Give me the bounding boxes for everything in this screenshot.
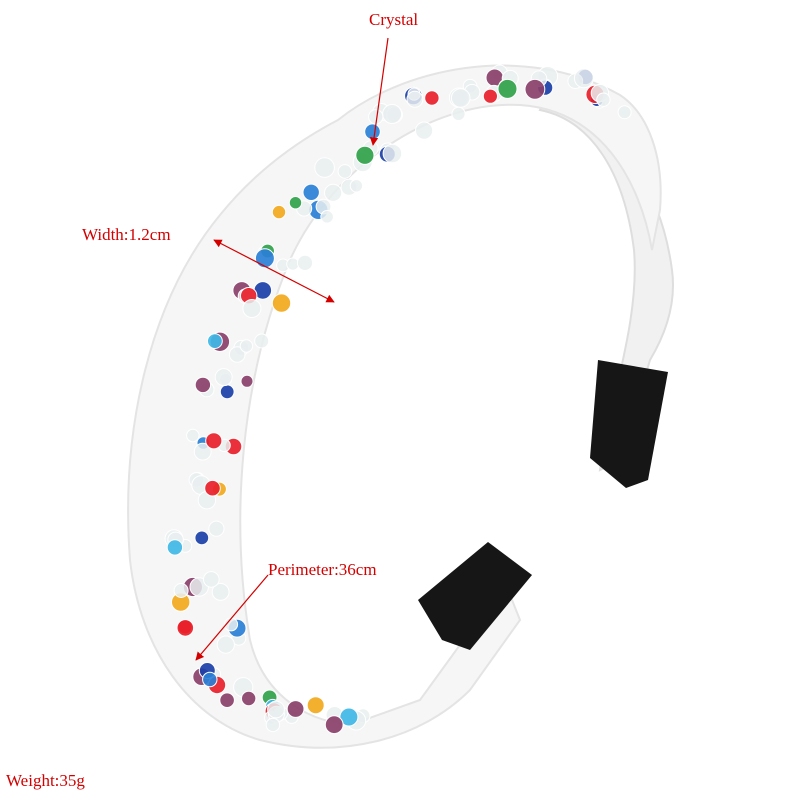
crystal-bead — [241, 690, 257, 707]
crystal-bead — [239, 339, 254, 353]
crystal-bead — [382, 104, 403, 124]
crystal-bead — [424, 90, 440, 106]
crystal-bead — [271, 204, 287, 220]
crystal-bead — [482, 88, 498, 104]
crystal-bead — [324, 183, 343, 202]
crystal-bead — [450, 88, 471, 108]
crystal-bead — [254, 248, 275, 269]
crystal-bead — [216, 635, 235, 654]
crystal-bead — [205, 432, 223, 450]
fabric-end-right — [590, 360, 668, 488]
crystal-bead — [296, 254, 314, 271]
crystal-bead — [596, 92, 611, 107]
crystal-bead — [617, 105, 632, 120]
crystal-bead — [573, 68, 594, 89]
crystal-bead — [166, 539, 184, 556]
crystal-bead — [320, 210, 334, 224]
crystal-bead — [228, 346, 246, 363]
crystal-bead — [267, 700, 285, 719]
crystal-bead — [288, 196, 303, 210]
crystal-bead — [302, 183, 320, 202]
crystal-bead — [194, 530, 210, 546]
crystal-bead — [271, 293, 292, 313]
crystal-bead — [186, 428, 200, 443]
crystal-bead — [193, 442, 212, 461]
crystal-bead — [382, 143, 403, 164]
crystal-bead — [176, 619, 195, 637]
crystal-pointer-arrow — [369, 37, 389, 146]
crystal-bead — [242, 299, 262, 318]
crystal-bead — [194, 376, 212, 394]
crystal-bead — [339, 707, 359, 727]
fabric-end-bottom — [418, 542, 532, 650]
crystal-bead — [202, 671, 218, 688]
weight-label: Weight:35g — [6, 771, 85, 790]
crystal-bead — [415, 121, 434, 140]
crystal-bead — [306, 696, 325, 715]
crystal-bead — [208, 520, 225, 537]
width-label: Width:1.2cm — [82, 225, 171, 244]
width-dimension-arrow — [213, 239, 335, 303]
crystal-bead — [451, 106, 466, 122]
perimeter-pointer-arrow — [195, 574, 269, 661]
crystal-bead — [265, 717, 281, 733]
crystal-bead — [204, 479, 221, 497]
crystal-bead — [219, 692, 235, 709]
crystal-bead — [337, 164, 353, 179]
crystal-bead — [254, 333, 270, 349]
crystal-bead — [207, 333, 223, 350]
crystal-bead — [214, 368, 233, 387]
headband-band — [127, 64, 662, 749]
crystal-bead — [364, 123, 381, 140]
crystal-label: Crystal — [369, 10, 419, 29]
crystal-bead — [203, 571, 220, 588]
crystal-bead — [314, 157, 335, 178]
crystal-bead — [286, 700, 305, 718]
crystal-bead — [219, 384, 235, 400]
crystal-bead — [324, 715, 344, 735]
crystal-bead — [349, 179, 364, 193]
crystal-bead — [406, 90, 424, 108]
crystal-bead — [497, 78, 518, 99]
crystal-bead — [240, 374, 254, 388]
crystal-bead — [173, 583, 189, 598]
crystal-bead — [524, 78, 546, 100]
crystal-bead — [355, 145, 375, 165]
perimeter-label: Perimeter:36cm — [268, 560, 377, 579]
crystal-bead — [211, 583, 230, 601]
